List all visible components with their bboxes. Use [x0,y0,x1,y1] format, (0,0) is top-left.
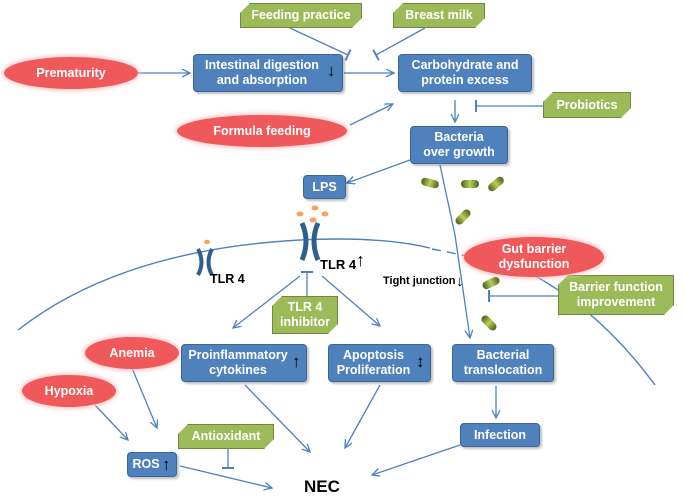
arrow-bacteria-lps [347,159,411,183]
arrow-anemia-ros [131,367,157,428]
anemia-ellipse: Anemia [85,337,179,369]
formula-feeding-ellipse: Formula feeding [177,115,347,147]
bacterial-translocation-box: Bacterial translocation [452,344,554,382]
arrow-infection-nec [372,444,461,475]
inhibit-feeding-carbohydrate [289,27,352,61]
membrane-line-right [527,271,656,386]
lps-box: LPS [303,175,346,199]
tlr4-inhibitor-box: TLR 4 inhibitor [272,296,338,334]
proinflammatory-cytokines-box: Proinflammatory cytokines [181,344,307,382]
arrow-proinflammatory-nec [244,384,310,452]
breast-milk-box: Breast milk [393,3,485,28]
probiotics-box: Probiotics [543,92,631,118]
arrow-tlr4-proinflammatory [233,275,301,328]
hypoxia-ellipse: Hypoxia [22,375,116,407]
nec-label: NEC [304,477,340,496]
arrow-formula-carbohydrate [349,104,393,126]
apoptosis-updown-arrow: ↕ [416,352,425,371]
tlr4-increase-arrow: ↑ [356,250,365,270]
bacteria-icon [421,176,504,331]
arrow-bacteria-translocation [439,164,470,338]
cytokines-increase-arrow: ↑ [292,352,301,371]
prematurity-ellipse: Prematurity [4,57,138,89]
ros-box: ROS [127,452,177,477]
tlr4-left-label: TLR 4 [210,272,245,286]
feeding-practice-box: Feeding practice [240,3,362,28]
barrier-function-improvement-box: Barrier function improvement [558,275,674,315]
tight-junction-label: Tight junction [383,275,456,287]
lps-particles-icon [204,205,329,245]
inhibit-breastmilk-carbohydrate [372,27,426,61]
tlr4-receptor-left-icon [196,248,214,276]
intestinal-digestion-box: Intestinal digestion and absorption [193,54,343,92]
antioxidant-box: Antioxidant [178,424,274,449]
arrow-apoptosis-nec [345,384,381,448]
membrane-line [17,238,431,331]
tlr4-main-label: TLR 4 [320,257,357,272]
digestion-decrease-arrow: ↓ [327,61,336,80]
ros-increase-arrow: ↑ [162,455,171,474]
apoptosis-proliferation-box: Apoptosis Proliferation [328,344,431,382]
tlr4-receptor-main-icon [299,221,321,261]
arrow-tlr4-apoptosis [321,275,380,326]
carbohydrate-protein-box: Carbohydrate and protein excess [398,54,532,92]
infection-box: Infection [460,423,540,447]
bacteria-overgrowth-box: Bacteria over growth [410,126,508,164]
gut-barrier-dysfunction-ellipse: Gut barrier dysfunction [464,237,604,277]
arrow-ros-nec [179,465,272,488]
arrow-hypoxia-ros [94,404,128,440]
tight-junction-decrease-arrow: ↓ [456,273,464,290]
